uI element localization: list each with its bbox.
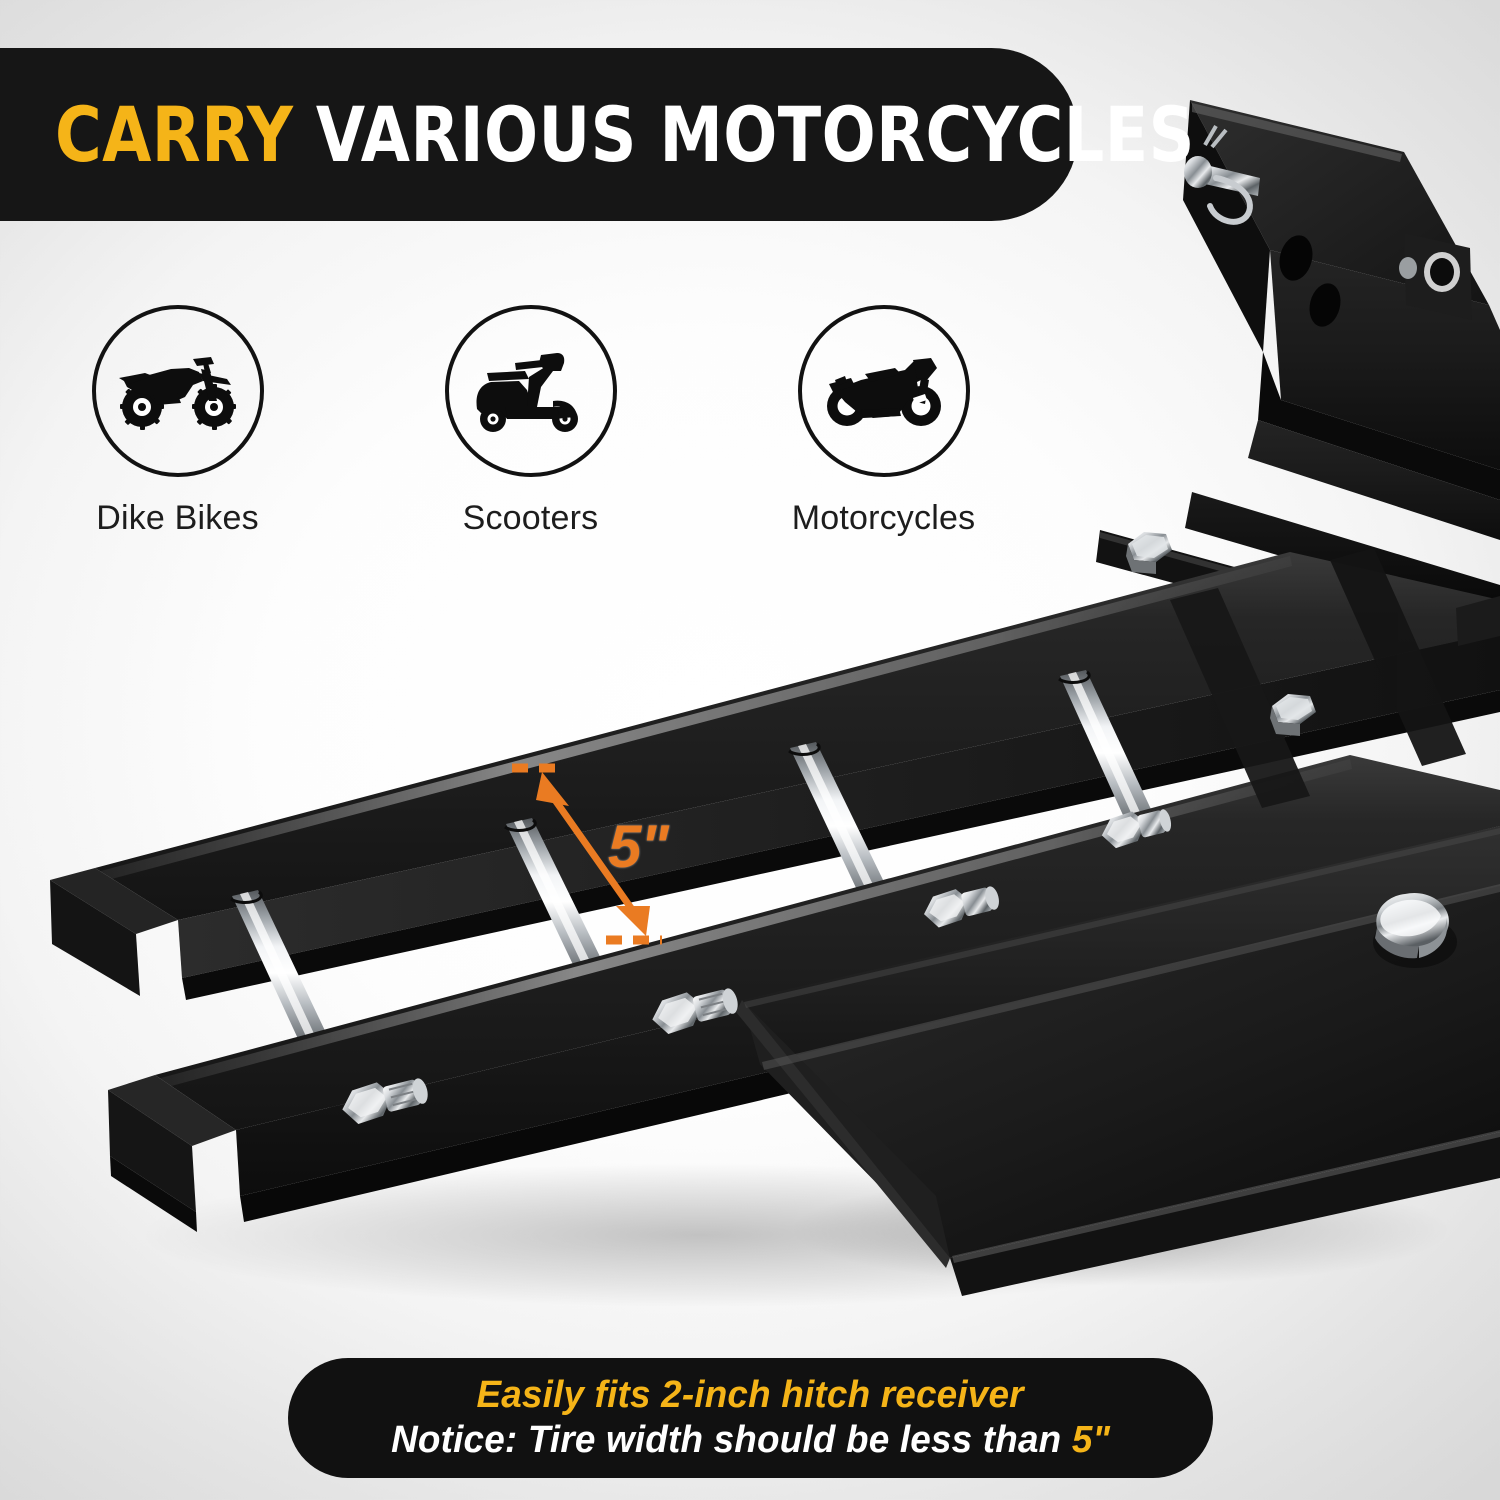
badge-circle-outline <box>797 305 970 477</box>
title-accent-word: CARRY <box>55 89 294 179</box>
feature-badge-scooter: Scooters <box>413 305 648 538</box>
feature-badge-dirt-bike: Dike Bikes <box>60 305 295 538</box>
dirt-bike-icon <box>118 357 236 430</box>
hitch-shank <box>1183 100 1500 500</box>
feature-label: Dike Bikes <box>96 499 259 537</box>
banner-notice-highlight: 5" <box>1071 1419 1111 1461</box>
feature-badge-motorcycle: Motorcycles <box>766 305 1001 538</box>
hitch-pin <box>1184 124 1260 225</box>
sportbike-icon <box>826 358 941 426</box>
badge-circle-outline <box>444 305 617 477</box>
cross-braces <box>1170 548 1466 808</box>
header-banner: CARRY VARIOUS MOTORCYCLES <box>0 48 1194 221</box>
banner-notice: Notice: Tire width should be less than 5… <box>391 1419 1110 1462</box>
feature-badge-list: Dike Bikes <box>60 305 1001 538</box>
page-title: CARRY VARIOUS MOTORCYCLES <box>55 96 1195 173</box>
feature-label: Motorcycles <box>791 499 976 537</box>
chrome-knob <box>1373 892 1457 968</box>
rail-end-detail <box>1456 596 1500 646</box>
banner-notice-text: Notice: Tire width should be less than <box>390 1419 1072 1461</box>
hex-bolts-top <box>1126 532 1316 736</box>
bolt-nut-assemblies <box>342 809 1172 1125</box>
scooter-icon <box>476 353 578 432</box>
bottom-notice-banner: Easily fits 2-inch hitch receiver Notice… <box>288 1358 1213 1478</box>
feature-label: Scooters <box>462 499 599 537</box>
title-main-words: VARIOUS MOTORCYCLES <box>315 89 1195 179</box>
banner-headline: Easily fits 2-inch hitch receiver <box>476 1374 1025 1416</box>
ramp-channel <box>736 826 1500 1296</box>
badge-circle-outline <box>91 305 264 477</box>
